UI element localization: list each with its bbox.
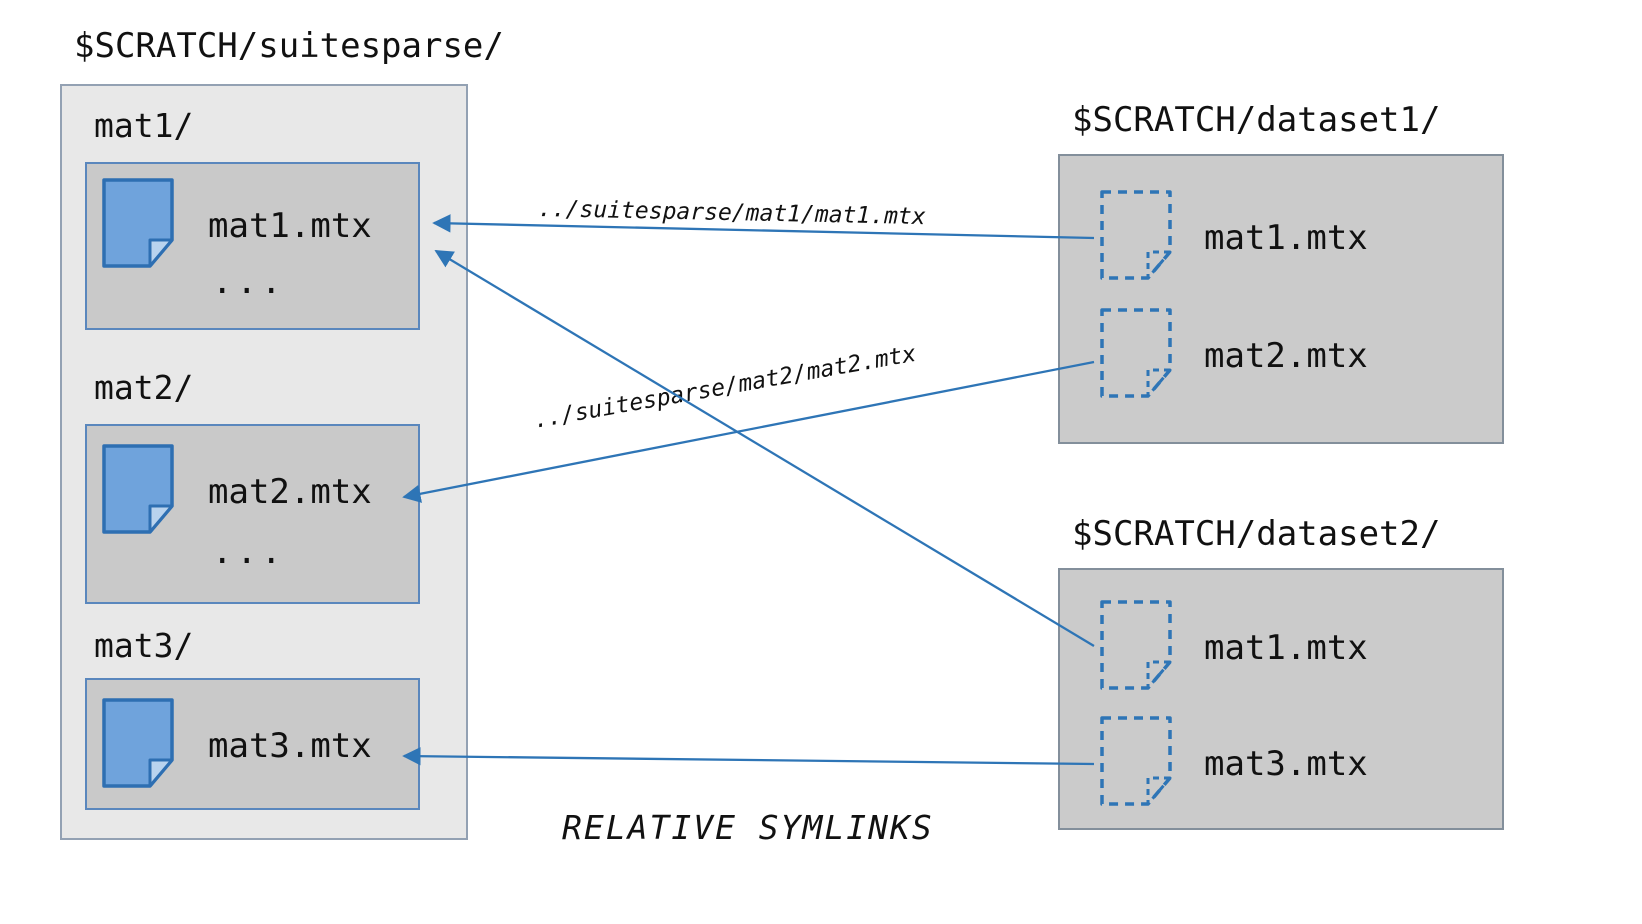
folder-label-mat2: mat2/ <box>94 368 194 407</box>
ellipsis-mat2: ... <box>212 532 286 572</box>
file-label-mat1: mat1.mtx <box>208 206 372 246</box>
file-icon-mat3 <box>98 696 178 790</box>
file-icon-mat2 <box>98 442 178 536</box>
symlink-path-label-mat1: ../suitesparse/mat1/mat1.mtx <box>537 196 926 231</box>
file-label-mat3: mat3.mtx <box>208 726 372 766</box>
dataset2-container <box>1058 568 1504 830</box>
ellipsis-mat1: ... <box>212 262 286 302</box>
dataset2-path-title: $SCRATCH/dataset2/ <box>1072 514 1441 554</box>
symlink-label-dataset2-mat3: mat3.mtx <box>1204 744 1368 784</box>
file-label-mat2: mat2.mtx <box>208 472 372 512</box>
arrow-dataset2-mat3 <box>402 746 1095 766</box>
symlink-label-dataset1-mat1: mat1.mtx <box>1204 218 1368 258</box>
symlink-icon-dataset2-mat3 <box>1096 714 1176 808</box>
symlink-icon-dataset1-mat2 <box>1096 306 1176 400</box>
symlink-path-label-mat2: ../suitesparse/mat2/mat2.mtx <box>531 340 919 434</box>
symlink-icon-dataset1-mat1 <box>1096 188 1176 282</box>
symlink-label-dataset1-mat2: mat2.mtx <box>1204 336 1368 376</box>
folder-label-mat3: mat3/ <box>94 626 194 665</box>
folder-label-mat1: mat1/ <box>94 106 194 145</box>
arrow-dataset2-mat1 <box>434 250 1095 647</box>
diagram-caption: RELATIVE SYMLINKS <box>562 808 934 847</box>
suitesparse-path-title: $SCRATCH/suitesparse/ <box>74 26 504 66</box>
symlink-label-dataset2-mat1: mat1.mtx <box>1204 628 1368 668</box>
file-icon-mat1 <box>98 176 178 270</box>
dataset1-path-title: $SCRATCH/dataset1/ <box>1072 100 1441 140</box>
symlink-icon-dataset2-mat1 <box>1096 598 1176 692</box>
